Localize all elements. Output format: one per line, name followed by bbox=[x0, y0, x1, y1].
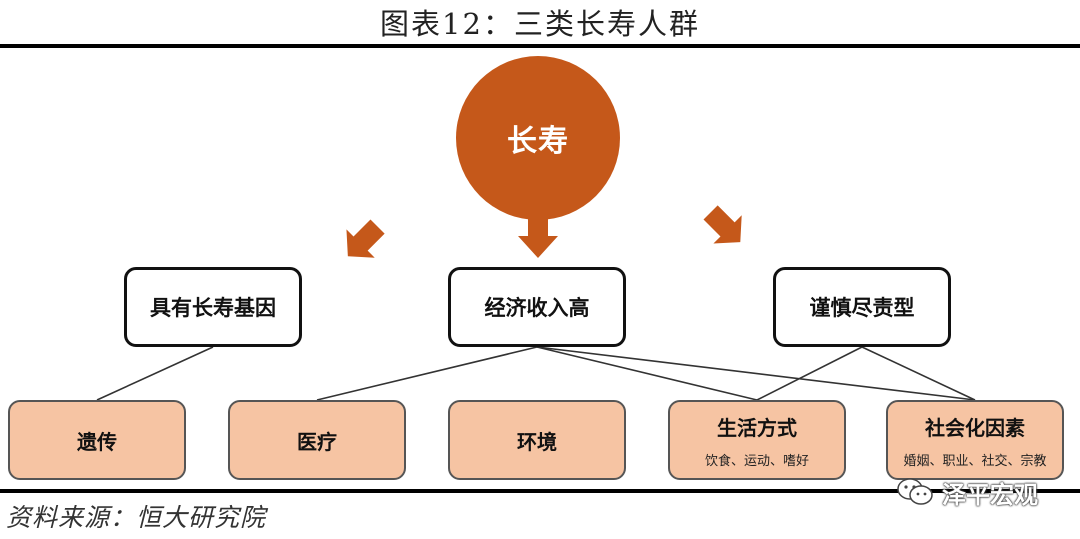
watermark-text: 泽平宏观 bbox=[942, 480, 1038, 509]
connector-income-social bbox=[536, 346, 976, 401]
bottom-rule bbox=[0, 489, 1080, 493]
arrow-down bbox=[518, 218, 558, 258]
factor-label: 生活方式 bbox=[717, 415, 797, 440]
connector-income-lifestyle bbox=[536, 346, 758, 401]
factor-social: 社会化因素 婚姻、职业、社交、宗教 bbox=[886, 400, 1064, 480]
category-careful: 谨慎尽责型 bbox=[773, 267, 951, 347]
connector-careful-lifestyle bbox=[756, 346, 863, 401]
factor-label: 医疗 bbox=[297, 429, 337, 454]
connector-income-medical bbox=[316, 346, 538, 401]
factor-medical: 医疗 bbox=[228, 400, 406, 480]
category-gene: 具有长寿基因 bbox=[124, 267, 302, 347]
factor-heredity: 遗传 bbox=[8, 400, 186, 480]
chart-title: 图表12：三类长寿人群 bbox=[380, 7, 700, 41]
watermark: 泽平宏观 bbox=[896, 474, 1038, 510]
wechat-icon bbox=[896, 477, 934, 507]
center-node-longevity: 长寿 bbox=[456, 56, 620, 220]
factor-lifestyle: 生活方式 饮食、运动、嗜好 bbox=[668, 400, 846, 480]
factor-environment: 环境 bbox=[448, 400, 626, 480]
arrow-down-left bbox=[346, 219, 385, 258]
factor-label: 遗传 bbox=[77, 429, 117, 454]
arrow-down-right bbox=[703, 205, 742, 244]
connector-gene-heredity bbox=[96, 346, 214, 401]
factor-sublabel: 婚姻、职业、社交、宗教 bbox=[903, 453, 1047, 469]
top-rule bbox=[0, 44, 1080, 48]
category-income: 经济收入高 bbox=[448, 267, 626, 347]
factor-sublabel: 饮食、运动、嗜好 bbox=[704, 453, 809, 469]
factor-label: 环境 bbox=[517, 429, 557, 454]
factor-label: 社会化因素 bbox=[925, 415, 1025, 440]
source-note: 资料来源：恒大研究院 bbox=[6, 503, 267, 532]
connector-careful-social bbox=[861, 346, 976, 401]
